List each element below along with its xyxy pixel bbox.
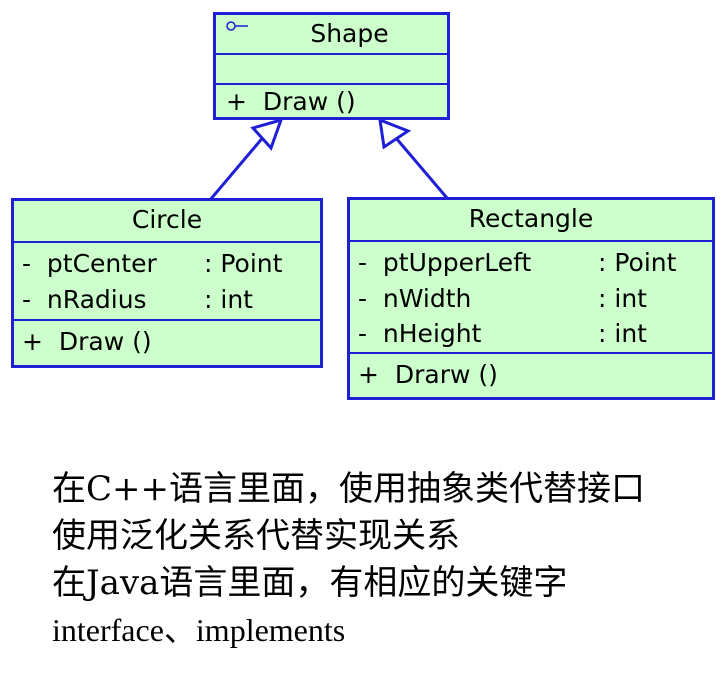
rectangle-attribute-name: - nWidth <box>358 284 472 313</box>
rectangle-to-shape-line <box>394 137 449 199</box>
circle-attribute-type: : Point <box>204 249 283 278</box>
circle-attribute-name: - ptCenter <box>22 249 157 278</box>
rectangle-operation: + Drarw () <box>358 360 498 389</box>
circle-generalization-arrowhead-icon <box>250 117 284 151</box>
explanation-notes: 在C++语言里面，使用抽象类代替接口 使用泛化关系代替实现关系 在Java语言里… <box>52 466 722 654</box>
note-line: interface、implements <box>52 612 346 648</box>
note-line: 在C++语言里面，使用抽象类代替接口 <box>52 469 645 509</box>
rectangle-attribute-divider <box>350 240 712 242</box>
note-line: 在Java语言里面，有相应的关键字 <box>52 563 568 603</box>
rectangle-attribute-type: : int <box>598 319 647 348</box>
rectangle-attribute-name: - nHeight <box>358 319 482 348</box>
note-line: 使用泛化关系代替实现关系 <box>52 516 460 556</box>
circle-class-name: Circle <box>131 205 203 234</box>
circle-class[interactable]: Circle - ptCenter : Point - nRadius : in… <box>11 198 323 368</box>
rectangle-attribute-type: : int <box>598 284 647 313</box>
circle-attribute-divider <box>14 241 320 243</box>
rectangle-operation-divider <box>350 352 712 354</box>
shape-class-name: Shape <box>310 19 389 48</box>
circle-attribute-name: - nRadius <box>22 285 147 314</box>
rectangle-attribute-type: : Point <box>598 248 677 277</box>
rectangle-attribute-name: - ptUpperLeft <box>358 248 532 277</box>
class-circle-icon <box>226 21 248 31</box>
circle-operation-divider <box>14 319 320 321</box>
circle-to-shape-line <box>208 134 267 201</box>
circle-operation: + Draw () <box>22 327 152 356</box>
rectangle-class-name: Rectangle <box>468 204 594 233</box>
shape-operation: + Draw () <box>226 87 356 116</box>
rectangle-generalization-arrowhead-icon <box>378 117 412 150</box>
shape-attribute-divider <box>216 53 447 55</box>
circle-attribute-type: : int <box>204 285 253 314</box>
rectangle-class[interactable]: Rectangle - ptUpperLeft : Point - nWidth… <box>347 197 715 400</box>
shape-operation-divider <box>216 83 447 85</box>
shape-class[interactable]: Shape + Draw () <box>213 12 450 120</box>
